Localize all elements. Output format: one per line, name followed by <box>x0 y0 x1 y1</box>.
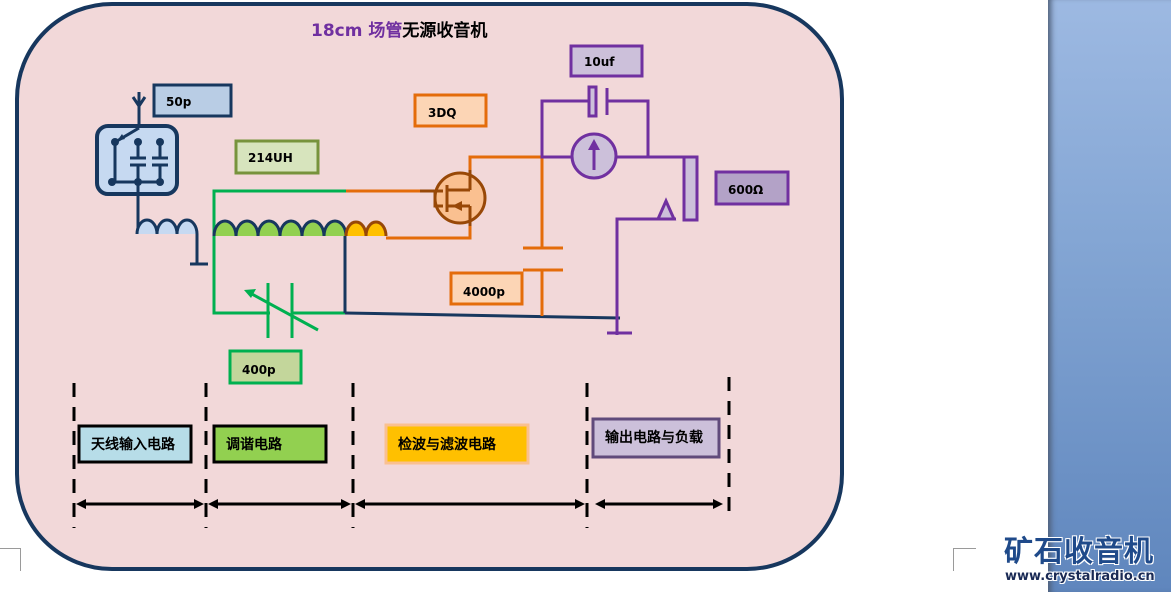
antenna-coil-icon <box>137 220 197 234</box>
label-50p: 50p <box>166 95 192 109</box>
watermark-url: www.crystalradio.cn <box>1005 569 1155 584</box>
crop-mark-right <box>953 548 976 571</box>
label-400p: 400p <box>242 363 276 377</box>
detector-coil-icon <box>346 222 386 236</box>
diagram-background <box>15 2 844 571</box>
section-label-output: 输出电路与负载 <box>591 417 721 459</box>
label-box-50p <box>152 83 233 118</box>
label-3dq: 3DQ <box>428 106 457 120</box>
svg-text:输出电路与负载: 输出电路与负载 <box>605 429 703 446</box>
section-dividers <box>72 377 731 528</box>
label-214uh: 214UH <box>248 151 293 165</box>
label-box-10uf <box>569 44 644 78</box>
section-label-antenna: 天线输入电路 <box>77 424 193 464</box>
label-box-400p <box>228 349 303 385</box>
output-section: 10uf 600Ω <box>540 44 790 335</box>
title-part2: 无源收音机 <box>401 20 487 41</box>
label-box-3dq <box>413 93 488 128</box>
detection-section: 3DQ 4000p <box>346 93 563 316</box>
label-box-214uh <box>234 139 320 175</box>
tuning-section: 214UH 400p <box>212 139 621 385</box>
label-10uf: 10uf <box>584 55 615 69</box>
wiper-arrow-icon <box>655 197 677 221</box>
side-panel <box>1048 0 1171 592</box>
section-arrows <box>76 499 723 509</box>
antenna-icon <box>131 96 147 109</box>
meter-icon <box>570 132 618 180</box>
section-label-detection: 检波与滤波电路 <box>384 423 530 465</box>
variable-capacitor-icon <box>244 283 319 338</box>
title-part1: 18cm 场管 <box>311 20 402 41</box>
tuning-coil-icon <box>214 221 346 236</box>
transistor-icon <box>420 170 487 226</box>
svg-text:检波与滤波电路: 检波与滤波电路 <box>398 436 497 453</box>
label-600ohm: 600Ω <box>728 183 763 197</box>
antenna-section: 50p <box>95 83 233 266</box>
watermark-logo: 矿石收音机 <box>1004 534 1155 568</box>
svg-text:天线输入电路: 天线输入电路 <box>91 436 176 453</box>
diagram-title: 18cm 场管无源收音机 <box>311 20 487 41</box>
section-label-tuning: 调谐电路 <box>212 424 328 464</box>
label-box-4000p <box>449 271 524 306</box>
label-4000p: 4000p <box>463 285 505 299</box>
electrolytic-capacitor-icon <box>587 85 598 118</box>
load-resistor-icon <box>682 155 699 222</box>
crop-mark-left <box>0 548 21 571</box>
label-box-600ohm <box>714 170 790 206</box>
svg-text:调谐电路: 调谐电路 <box>226 436 283 453</box>
